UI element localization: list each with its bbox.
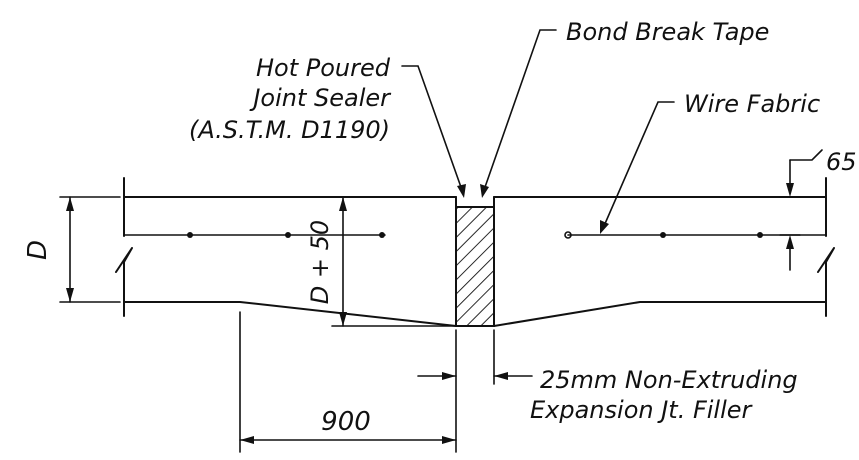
filler-label-line1: 25mm Non-Extruding — [540, 366, 798, 394]
joint-filler — [455, 206, 495, 327]
cover-dimension — [779, 149, 823, 271]
thickness-dimension — [59, 196, 121, 303]
thickness-label: D — [23, 240, 53, 260]
width-dimension — [239, 311, 457, 453]
sealer-leader — [401, 65, 466, 198]
sealer-label-line2: Joint Sealer — [249, 84, 392, 112]
rebar-dot — [564, 231, 572, 239]
filler-label-line2: Expansion Jt. Filler — [530, 396, 754, 424]
rebar-dot — [285, 232, 291, 238]
rebar-dot — [379, 232, 385, 238]
rebar-dot — [757, 232, 763, 238]
edge-thickness-dimension — [331, 196, 457, 327]
edge-thickness-label: D + 50 — [306, 220, 334, 304]
wire-fabric-label: Wire Fabric — [684, 90, 820, 118]
bond-break-leader — [480, 29, 557, 198]
filler-width-dimension — [417, 329, 533, 385]
right-slab — [493, 177, 835, 327]
cover-dimension-label: 65 — [826, 148, 857, 176]
sealer-label-line1: Hot Poured — [256, 54, 391, 82]
left-slab — [115, 177, 457, 327]
rebar-dot — [187, 232, 193, 238]
sealer-label-line3: (A.S.T.M. D1190) — [189, 116, 390, 144]
width-label: 900 — [321, 407, 371, 437]
rebar-dot — [660, 232, 666, 238]
wire-fabric-leader — [600, 101, 675, 234]
bond-break-label: Bond Break Tape — [566, 18, 769, 46]
